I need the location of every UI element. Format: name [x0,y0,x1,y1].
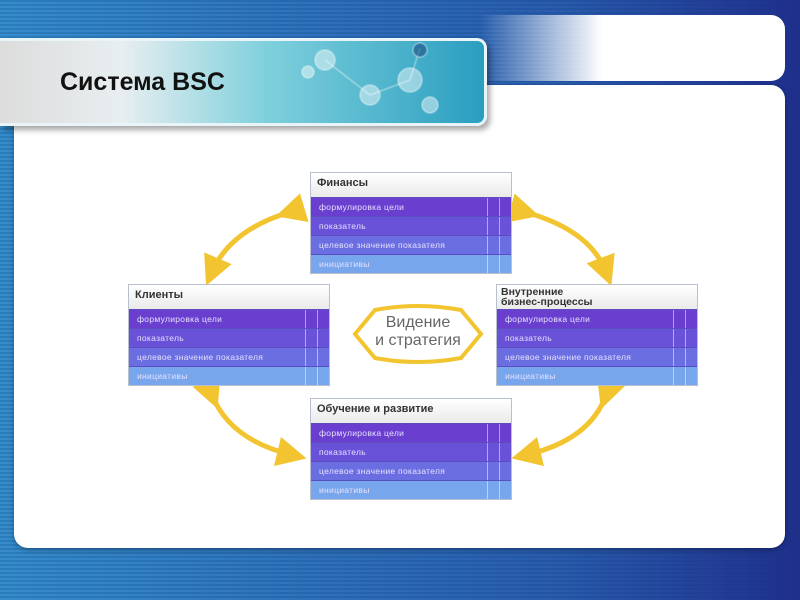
box-header: Финансы [311,173,511,197]
row-label: инициативы [319,259,370,269]
top-panel [480,15,785,81]
arrow-finance-internal [506,193,615,287]
row-label: инициативы [319,485,370,495]
arrow-clients-learning [192,375,307,467]
arrow-finance-clients [204,193,309,286]
row-label: показатель [319,221,366,231]
row-label: целевое значение показателя [319,466,446,476]
title-banner [0,38,487,126]
row-label: формулировка цели [319,428,405,438]
perspective-clients: Клиенты формулировка цели показатель цел… [128,284,330,386]
row-label: инициативы [505,371,556,381]
box-header: Клиенты [129,285,329,309]
row-label: целевое значение показателя [505,352,632,362]
molecule-icon [301,42,439,114]
header-line: Внутренние [501,286,564,298]
row-label: целевое значение показателя [137,352,264,362]
box-header: Обучение и развитие [311,399,511,423]
row-label: формулировка цели [505,314,591,324]
row-label: формулировка цели [319,202,405,212]
row-label: показатель [505,333,552,343]
row-label: показатель [137,333,184,343]
slide-title: Система BSC [60,68,225,96]
row-label: формулировка цели [137,314,223,324]
row-label: показатель [319,447,366,457]
arrow-internal-learning [511,375,626,467]
center-line1: Видение [385,314,451,331]
perspective-finance: Финансы формулировка цели показатель цел… [310,172,512,274]
perspective-learning: Обучение и развитие формулировка цели по… [310,398,512,500]
center-line2: и стратегия [375,332,461,349]
header-line: бизнес-процессы [501,296,593,308]
row-label: целевое значение показателя [319,240,446,250]
row-label: инициативы [137,371,188,381]
